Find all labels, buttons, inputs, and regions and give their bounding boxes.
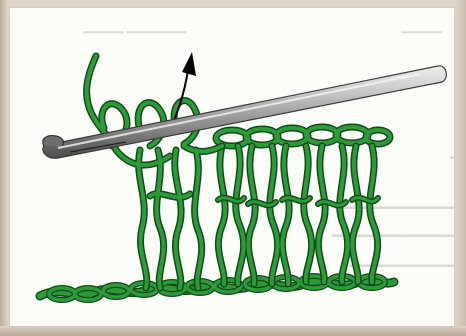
completed-stitch-posts [218,146,378,284]
stitch-in-progress [87,56,222,288]
top-chain-row [216,127,390,146]
